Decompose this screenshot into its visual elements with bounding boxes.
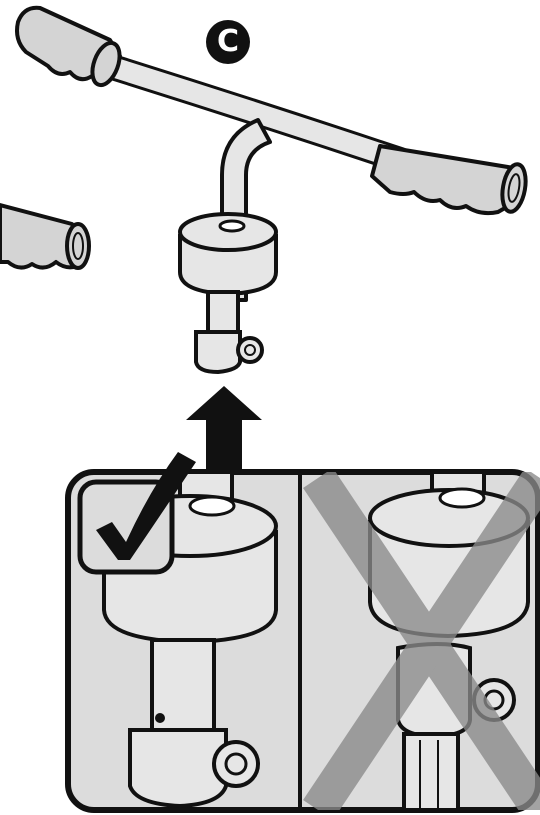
left-grip [15,5,122,88]
right-grip [370,144,528,216]
step-badge: C [206,20,250,64]
detached-grip [0,203,91,270]
check-mark-icon [77,452,196,575]
cross-icon [303,472,540,810]
up-arrow-icon [186,386,262,470]
comparison-panel [65,452,540,813]
stem-clamp [194,330,264,375]
stem-collar [178,212,278,297]
handlebar-assembly [0,5,528,375]
